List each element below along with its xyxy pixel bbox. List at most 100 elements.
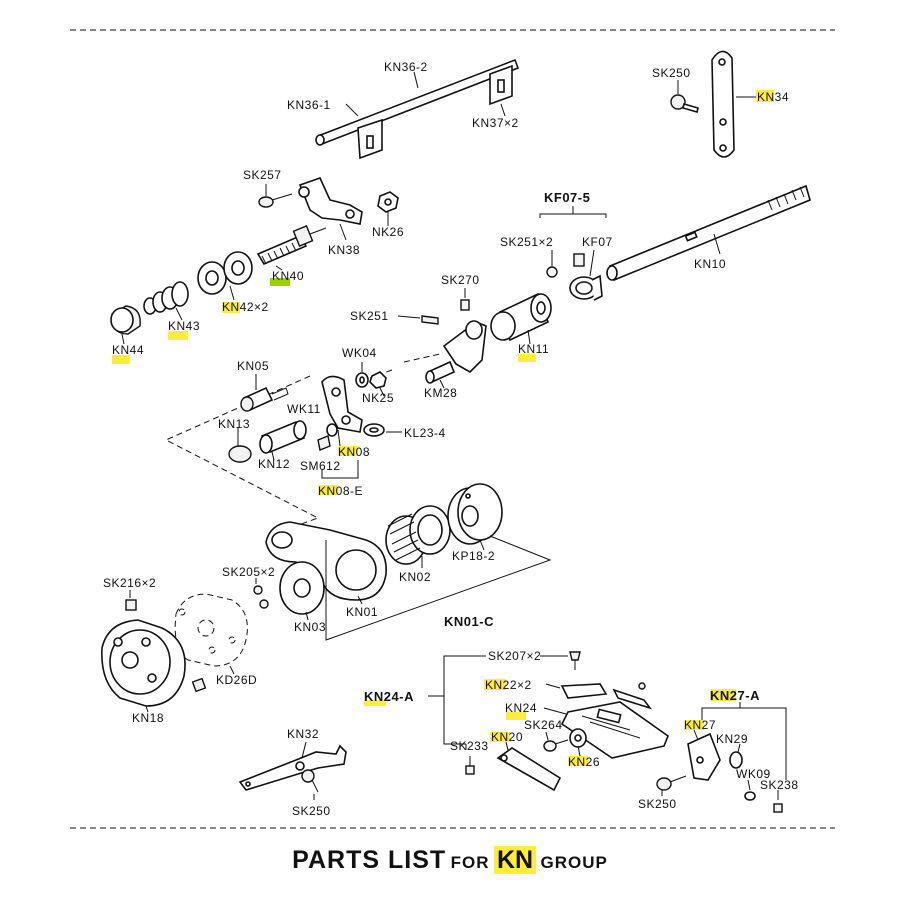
label-sk250-top: SK250 bbox=[652, 66, 691, 80]
spring-plate-kn22 bbox=[560, 682, 653, 710]
label-kn10: KN10 bbox=[694, 257, 726, 271]
washer-kn26 bbox=[569, 728, 587, 748]
screws-sk205 bbox=[253, 585, 269, 609]
screw-sk233 bbox=[465, 756, 475, 775]
bracket-kn38 bbox=[298, 177, 363, 225]
label-kn02: KN02 bbox=[399, 570, 431, 584]
label-kp18-2: KP18-2 bbox=[452, 549, 495, 563]
label-kn11: KN11 bbox=[518, 342, 549, 356]
label-kn38: KN38 bbox=[328, 243, 360, 257]
screw-sk250-right bbox=[656, 775, 687, 791]
label-kn27-a: KN27-A bbox=[710, 688, 760, 703]
screws-sk216 bbox=[125, 599, 207, 693]
title-suffix: GROUP bbox=[540, 853, 608, 872]
label-kn40: KN40 bbox=[272, 269, 304, 283]
label-kl23-4: KL23-4 bbox=[404, 426, 446, 440]
spring-bolt-kn40 bbox=[256, 225, 327, 266]
guide-dashed-left bbox=[164, 375, 320, 529]
lever-kn32 bbox=[238, 744, 347, 791]
label-kn13: KN13 bbox=[218, 417, 250, 431]
pin-kn12 bbox=[259, 420, 307, 454]
label-kn36-1: KN36-1 bbox=[287, 98, 331, 112]
bearing-kn02 bbox=[385, 505, 451, 565]
screw-sk251 bbox=[421, 315, 439, 325]
plate-kn34 bbox=[711, 50, 735, 158]
label-kn22: KN22×2 bbox=[485, 678, 532, 692]
spring-kn43 bbox=[143, 281, 189, 315]
nut-nk25 bbox=[369, 371, 387, 389]
label-kn18: KN18 bbox=[132, 711, 164, 725]
label-sk250-right: SK250 bbox=[638, 797, 677, 811]
cover-kd26d bbox=[174, 593, 248, 667]
label-kf07: KF07 bbox=[582, 235, 613, 249]
label-kn24: KN24 bbox=[505, 701, 537, 715]
label-kn05: KN05 bbox=[237, 359, 269, 373]
screw-sk250-bottom bbox=[301, 769, 319, 793]
bracket-kn08 bbox=[321, 375, 363, 433]
bracket-kn27-a bbox=[701, 707, 787, 780]
label-sk251: SK251 bbox=[350, 309, 389, 323]
screw-sk257 bbox=[258, 193, 293, 208]
washer-wk09 bbox=[744, 791, 756, 801]
bracket-kn01-c bbox=[325, 535, 552, 641]
washer-wk04 bbox=[355, 372, 369, 388]
cap-kn44 bbox=[110, 305, 141, 335]
pulley-kp18-2 bbox=[447, 483, 503, 545]
label-sk270: SK270 bbox=[441, 273, 480, 287]
plate-kn24 bbox=[560, 701, 669, 759]
label-km28: KM28 bbox=[424, 386, 457, 400]
washer-wk11 bbox=[326, 423, 338, 437]
screw-sk238 bbox=[773, 803, 783, 813]
collar-kf07 bbox=[569, 274, 603, 301]
label-sk205: SK205×2 bbox=[222, 565, 275, 579]
screw-sk207 bbox=[569, 651, 581, 670]
parts-list-title: PARTS LIST FOR KN GROUP bbox=[0, 846, 900, 875]
label-sk251x2: SK251×2 bbox=[500, 235, 553, 249]
shaft-kn36 bbox=[315, 58, 520, 160]
label-sk264: SK264 bbox=[524, 718, 563, 732]
label-kn44: KN44 bbox=[112, 343, 144, 357]
label-kn24-a: KN24-A bbox=[364, 689, 414, 704]
washers-kn42 bbox=[197, 251, 253, 295]
label-nk26: NK26 bbox=[372, 225, 404, 239]
label-wk11: WK11 bbox=[287, 402, 321, 416]
label-kn37: KN37×2 bbox=[472, 116, 519, 130]
label-kn27: KN27 bbox=[684, 718, 716, 732]
label-kn03: KN03 bbox=[294, 620, 326, 634]
label-kn34: KN34 bbox=[757, 90, 789, 104]
set-screw-sk270 bbox=[460, 299, 470, 311]
label-wk09: WK09 bbox=[736, 767, 771, 781]
label-kn43: KN43 bbox=[168, 319, 200, 333]
screw-sm612 bbox=[317, 435, 331, 451]
lever-kn20 bbox=[496, 747, 562, 792]
pulley-kn18 bbox=[101, 619, 186, 707]
label-sk216: SK216×2 bbox=[103, 576, 156, 590]
cap-kn13 bbox=[228, 445, 252, 463]
link-kl23-4 bbox=[363, 423, 385, 437]
label-kn08: KN08 bbox=[338, 445, 370, 459]
screw-sk250-top bbox=[670, 94, 699, 113]
label-kf07-5: KF07-5 bbox=[544, 190, 590, 205]
spring-kn29 bbox=[729, 751, 743, 769]
label-sk257: SK257 bbox=[243, 168, 282, 182]
screw-sk264 bbox=[543, 739, 569, 752]
nut-nk26 bbox=[377, 191, 399, 213]
label-kn42: KN42×2 bbox=[222, 300, 269, 314]
label-kn29: KN29 bbox=[716, 732, 748, 746]
crank-km28 bbox=[425, 320, 487, 384]
plate-kn27 bbox=[687, 732, 721, 781]
label-kn01-c: KN01-C bbox=[444, 614, 494, 629]
label-kn20: KN20 bbox=[491, 730, 523, 744]
label-sk250-bottom: SK250 bbox=[292, 804, 331, 818]
label-sm612: SM612 bbox=[300, 459, 341, 473]
label-kn26: KN26 bbox=[568, 755, 600, 769]
title-group-code: KN bbox=[493, 846, 537, 874]
label-kn32: KN32 bbox=[287, 727, 319, 741]
shaft-kn10 bbox=[606, 184, 811, 282]
label-wk04: WK04 bbox=[342, 346, 377, 360]
label-nk25: NK25 bbox=[362, 391, 394, 405]
title-prefix: PARTS LIST bbox=[292, 846, 447, 874]
bushing-kn11 bbox=[490, 292, 552, 342]
title-for: FOR bbox=[450, 853, 490, 872]
